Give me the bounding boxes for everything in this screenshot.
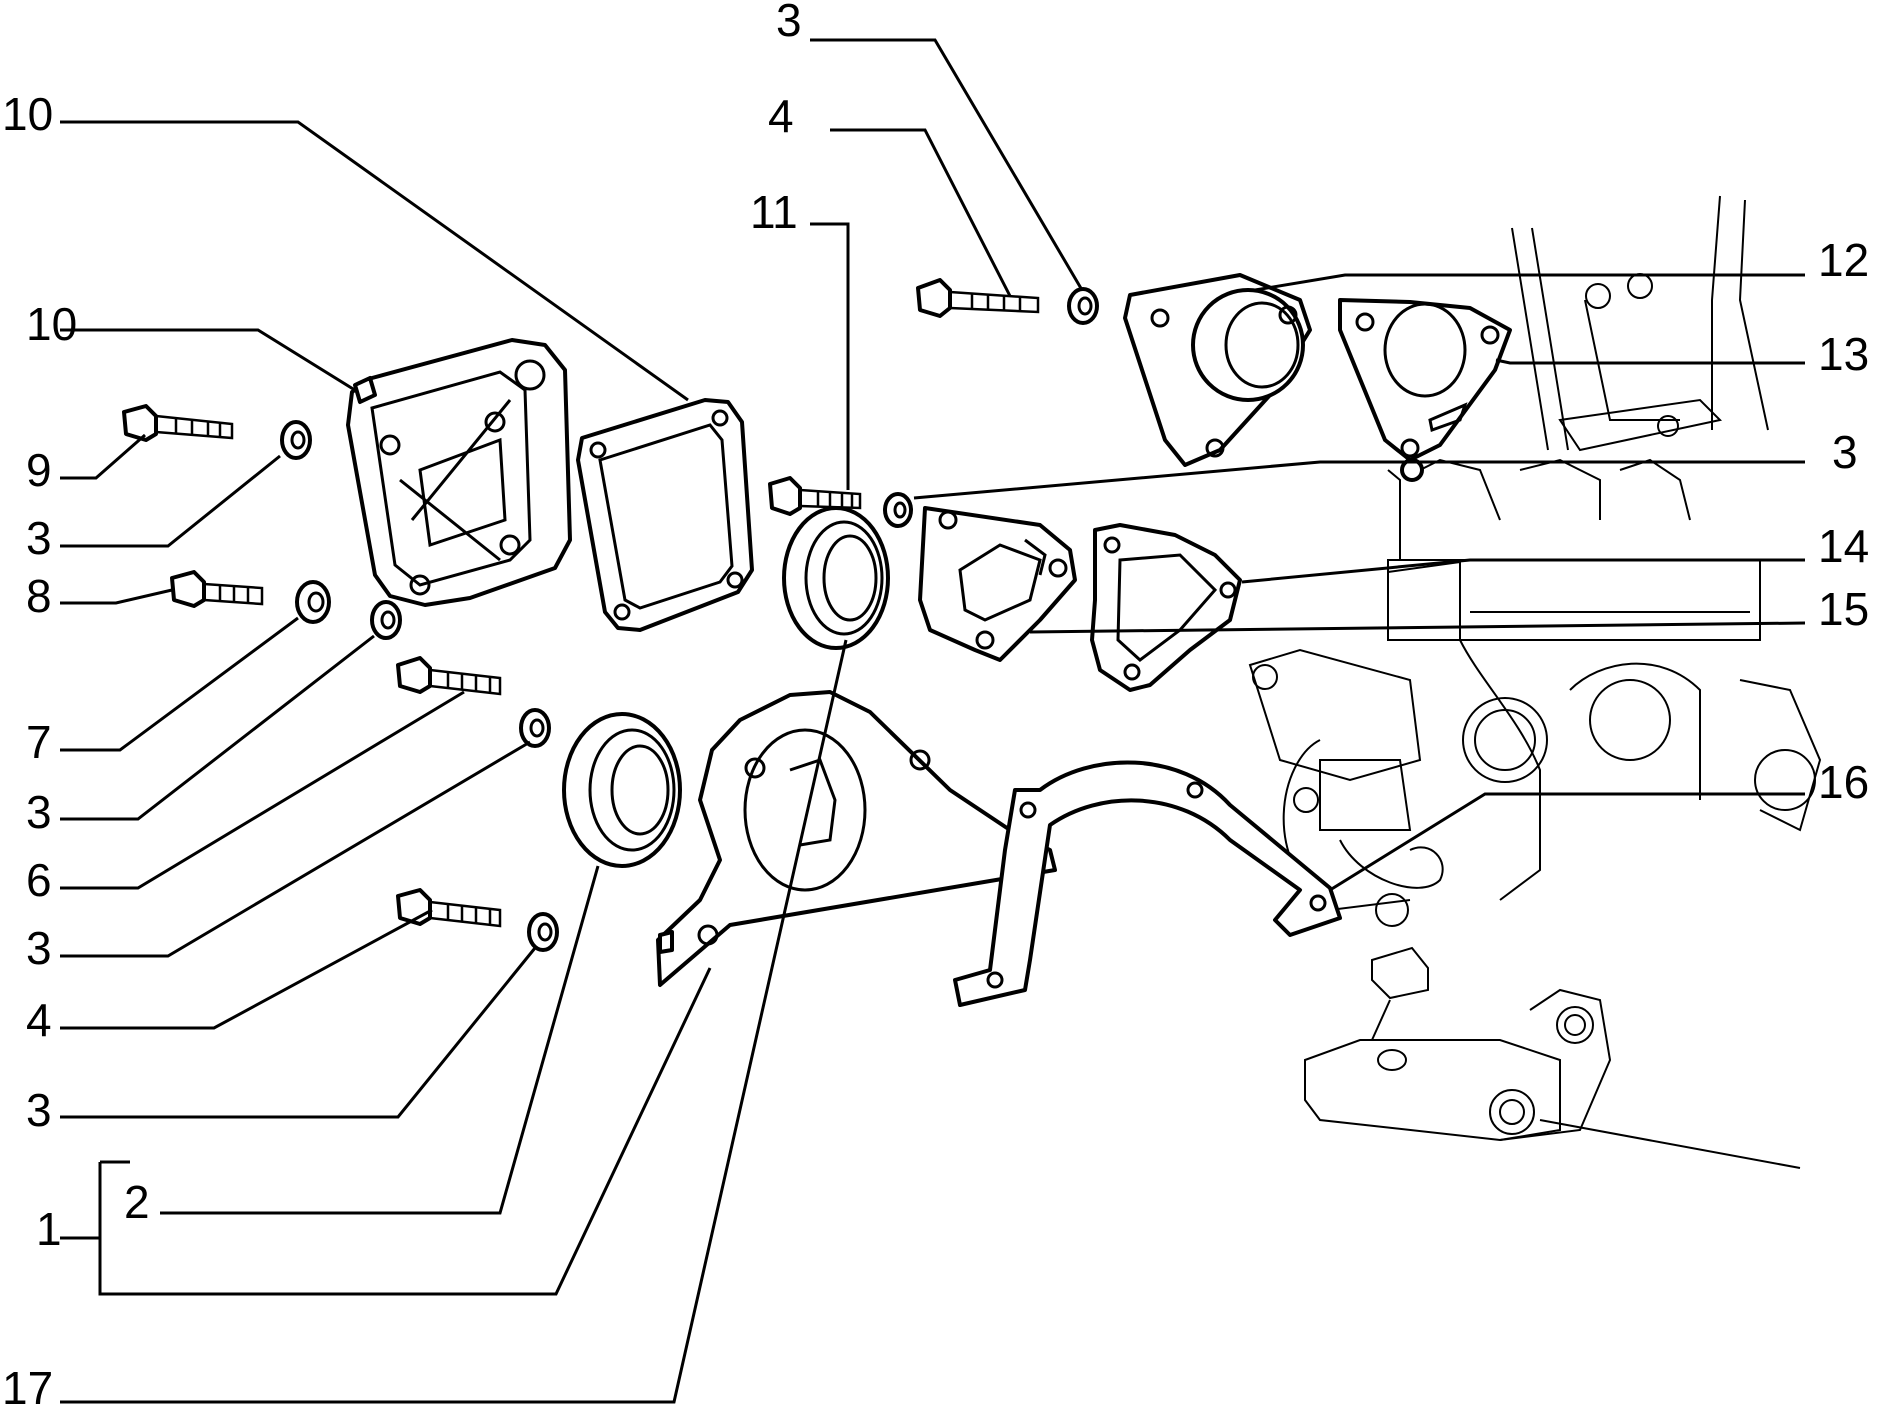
callout-3d: 3 (26, 1084, 52, 1136)
part-3-washer-d (527, 912, 559, 952)
callout-3f: 3 (1832, 426, 1858, 478)
callout-16: 16 (1818, 756, 1869, 808)
part-3-washer-b (370, 600, 402, 640)
leader-lines (60, 38, 1806, 1404)
callout-13: 13 (1818, 328, 1869, 380)
part-6-washer (295, 580, 331, 624)
part-17-seal-ring (782, 506, 890, 650)
callout-9: 10 (26, 298, 77, 350)
part-14-gasket-plate (1090, 523, 1242, 692)
callout-5: 6 (26, 854, 52, 906)
part-9-cover-plate (346, 338, 572, 607)
part-3-washer-top (1067, 287, 1099, 325)
callout-3e: 3 (776, 0, 802, 46)
part-12-flange (1123, 273, 1312, 467)
callout-8: 9 (26, 444, 52, 496)
part-1-seal-carrier (656, 690, 1057, 987)
part-5-bolt (396, 656, 502, 696)
callout-11: 11 (750, 186, 798, 238)
callout-15: 15 (1818, 583, 1869, 635)
part-3-washer-mid (883, 492, 913, 528)
part-13-flange-plate (1338, 298, 1512, 482)
part-3-washer-a (280, 420, 312, 460)
parts (122, 273, 1512, 1007)
callout-7: 8 (26, 570, 52, 622)
part-10-gasket (576, 398, 754, 632)
callout-2: 2 (124, 1176, 150, 1228)
callout-10: 10 (2, 88, 53, 140)
callout-1: 1 (36, 1203, 62, 1255)
part-3-washer-c (519, 708, 551, 748)
callout-14: 14 (1818, 520, 1869, 572)
callout-4b: 4 (768, 90, 794, 142)
part-7-bolt (170, 570, 264, 608)
part-4-bolt-top (916, 278, 1040, 318)
part-16-gasket (953, 760, 1342, 1007)
callout-3a: 3 (26, 512, 52, 564)
part-15-flange-housing (918, 506, 1077, 662)
engine-block-background (1248, 195, 1822, 1169)
callout-3b: 3 (26, 786, 52, 838)
part-8-bolt (122, 404, 234, 442)
callout-12: 12 (1818, 234, 1869, 286)
callout-6: 7 (26, 716, 52, 768)
callout-3c: 3 (26, 922, 52, 974)
part-2-seal-ring (562, 712, 682, 868)
callout-4a: 4 (26, 994, 52, 1046)
callout-17: 17 (2, 1362, 53, 1408)
